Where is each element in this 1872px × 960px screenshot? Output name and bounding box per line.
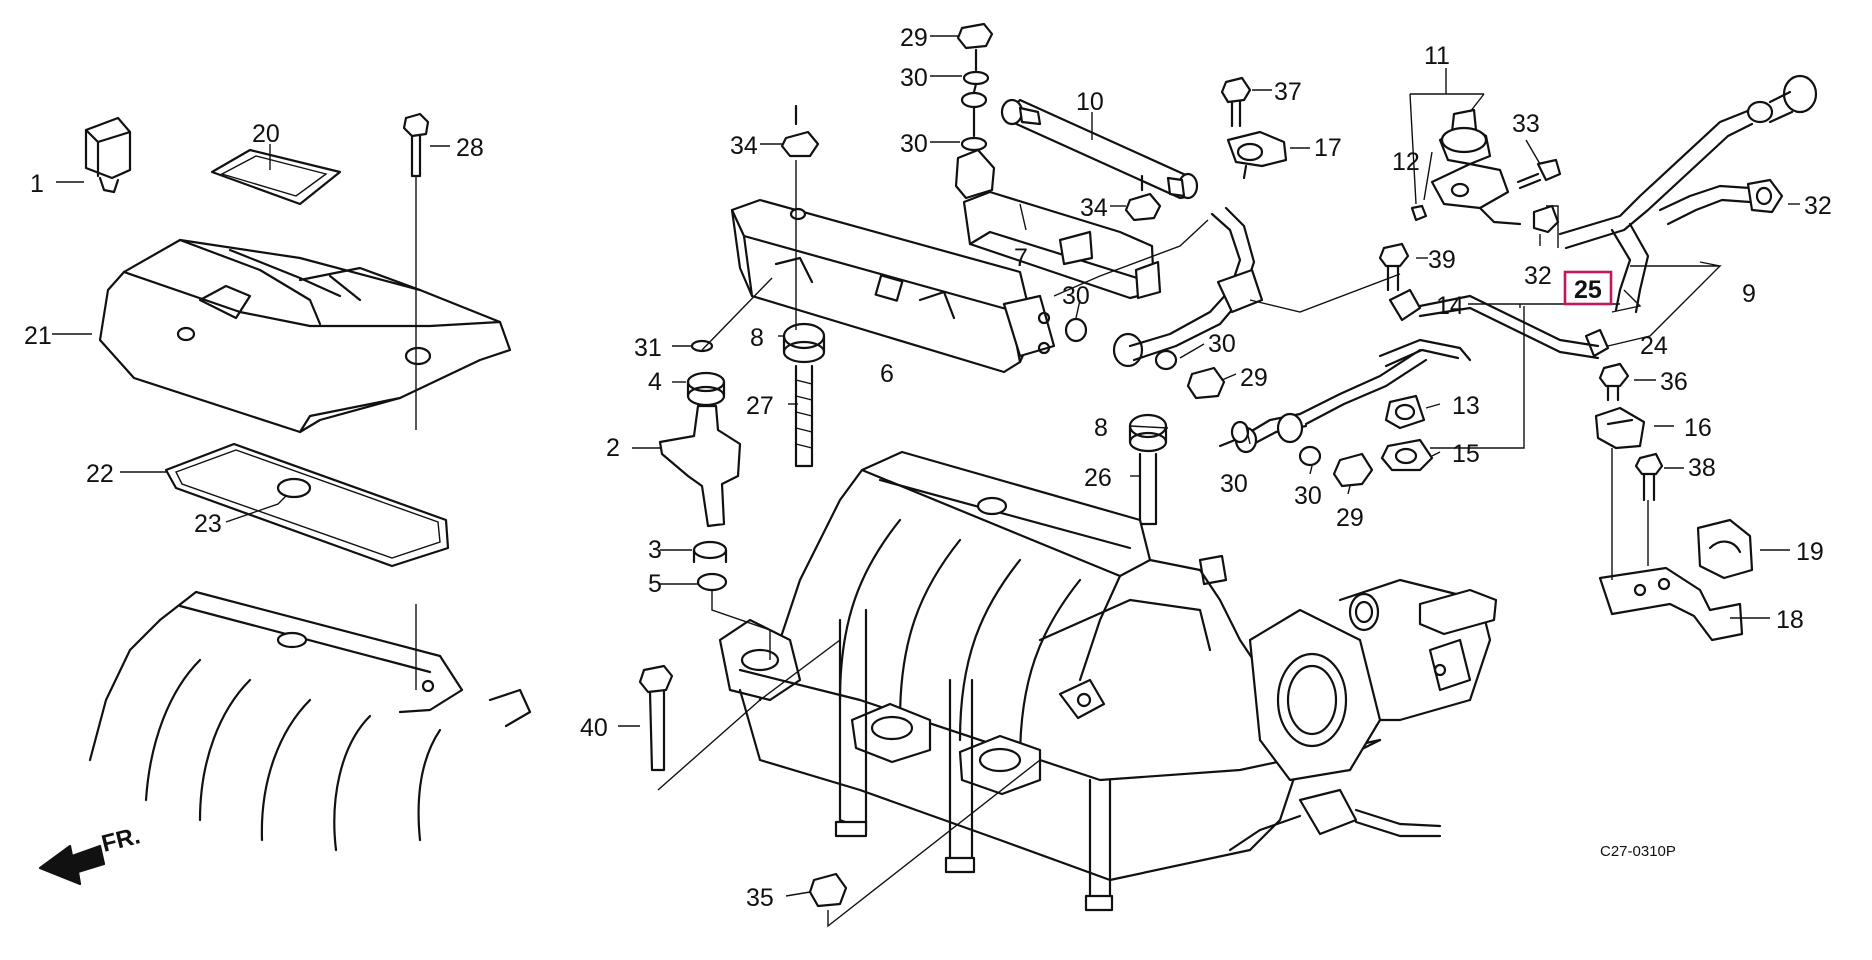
callout-24: 24 [1640,332,1668,360]
callout-labels: 1 2 3 4 5 6 7 8 8 9 10 11 12 13 14 15 16… [24,24,1832,912]
callout-26: 26 [1084,464,1112,492]
callout-22: 22 [86,460,114,488]
callout-2: 2 [606,434,620,462]
callout-36: 36 [1660,368,1688,396]
front-direction-arrow: FR. [38,822,143,886]
drawing-code: C27-0310P [1600,843,1676,860]
part-24-fitting [1584,328,1610,358]
callout-19: 19 [1796,538,1824,566]
callout-34b: 34 [1080,194,1108,222]
part-34-nut-a [780,130,820,158]
part-14-pipe [1298,288,1600,426]
callout-37: 37 [1274,78,1302,106]
part-29-bolt-mid [1186,366,1226,400]
callout-27: 27 [746,392,774,420]
callout-3: 3 [648,536,662,564]
part-10-hose [1000,98,1199,200]
part-39-bolt [1378,242,1410,292]
callout-8a: 8 [750,324,764,352]
callout-30c: 30 [1062,282,1090,310]
part-38-bolt [1634,452,1664,502]
callout-10: 10 [1076,88,1104,116]
callout-30a: 30 [900,64,928,92]
part-30-washer-b [1112,332,1144,368]
callout-20: 20 [252,120,280,148]
callout-6: 6 [880,360,894,388]
callout-34a: 34 [730,132,758,160]
intake-manifold [718,450,1382,912]
part-16-clamp [1594,406,1646,450]
callout-29c: 29 [1336,504,1364,532]
part-11-regulator [1430,108,1522,226]
direction-label: FR. [99,822,143,858]
part-37-bolt [1220,76,1252,128]
part-6-fuel-rail [730,198,1056,374]
part-13-grommet [1384,394,1426,430]
callout-9: 9 [1742,280,1756,308]
callout-23: 23 [194,510,222,538]
part-22-gasket [164,442,450,568]
callout-13: 13 [1452,392,1480,420]
part-30-washer-a [1064,317,1088,343]
callout-7: 7 [1014,244,1028,272]
callout-28: 28 [456,134,484,162]
callout-17: 17 [1314,134,1342,162]
lower-return-hose [1218,412,1374,488]
throttle-body [1228,578,1498,852]
callout-40: 40 [580,714,608,742]
part-32-clamp-a [1532,204,1560,234]
callout-18: 18 [1776,606,1804,634]
callout-35: 35 [746,884,774,912]
callout-32b: 32 [1524,262,1552,290]
callout-33: 33 [1512,110,1540,138]
part-35-nut [808,872,848,908]
part-21-cover [98,238,512,434]
part-15-clamp [1380,438,1434,472]
part-28-bolt [402,112,430,178]
callout-30b: 30 [900,130,928,158]
part-19-cushion [1696,518,1754,580]
callout-31: 31 [634,334,662,362]
callout-29b: 29 [1240,364,1268,392]
callout-25: 25 [1574,276,1602,304]
callout-11: 11 [1424,42,1450,70]
callout-39: 39 [1428,246,1456,274]
callout-5: 5 [648,570,662,598]
callout-29a: 29 [900,24,928,52]
part-36-bolt [1598,362,1630,402]
part-8-27-stud [782,322,826,468]
part-9-hose [1558,74,1818,314]
fastener-stack-top [954,22,996,200]
highlight-box-25 [1563,270,1613,306]
part-23-grommet [276,477,312,499]
callout-30e: 30 [1220,470,1248,498]
callout-14: 14 [1436,292,1464,320]
part-30-washer-c [1154,349,1178,371]
part-8-26-stud [1128,413,1168,526]
part-40-bolt [638,664,674,772]
callout-12: 12 [1392,148,1420,176]
callout-38: 38 [1688,454,1716,482]
callout-8b: 8 [1094,414,1108,442]
callout-4: 4 [648,368,662,396]
injector-stack [658,339,742,592]
part-34-nut-b [1124,192,1162,222]
part-18-bracket [1598,566,1744,642]
callout-1: 1 [30,170,44,198]
callout-30f: 30 [1294,482,1322,510]
part-17-clamp [1226,130,1288,180]
part-1-sensor [84,116,132,194]
callout-30d: 30 [1208,330,1236,358]
part-20-plate [210,148,342,206]
callout-15: 15 [1452,440,1480,468]
callout-32a: 32 [1804,192,1832,220]
part-33-bolt [1516,158,1562,190]
callout-21: 21 [24,322,52,350]
callout-16: 16 [1684,414,1712,442]
part-12-oring [1410,204,1428,222]
lower-manifold-left [88,590,532,852]
